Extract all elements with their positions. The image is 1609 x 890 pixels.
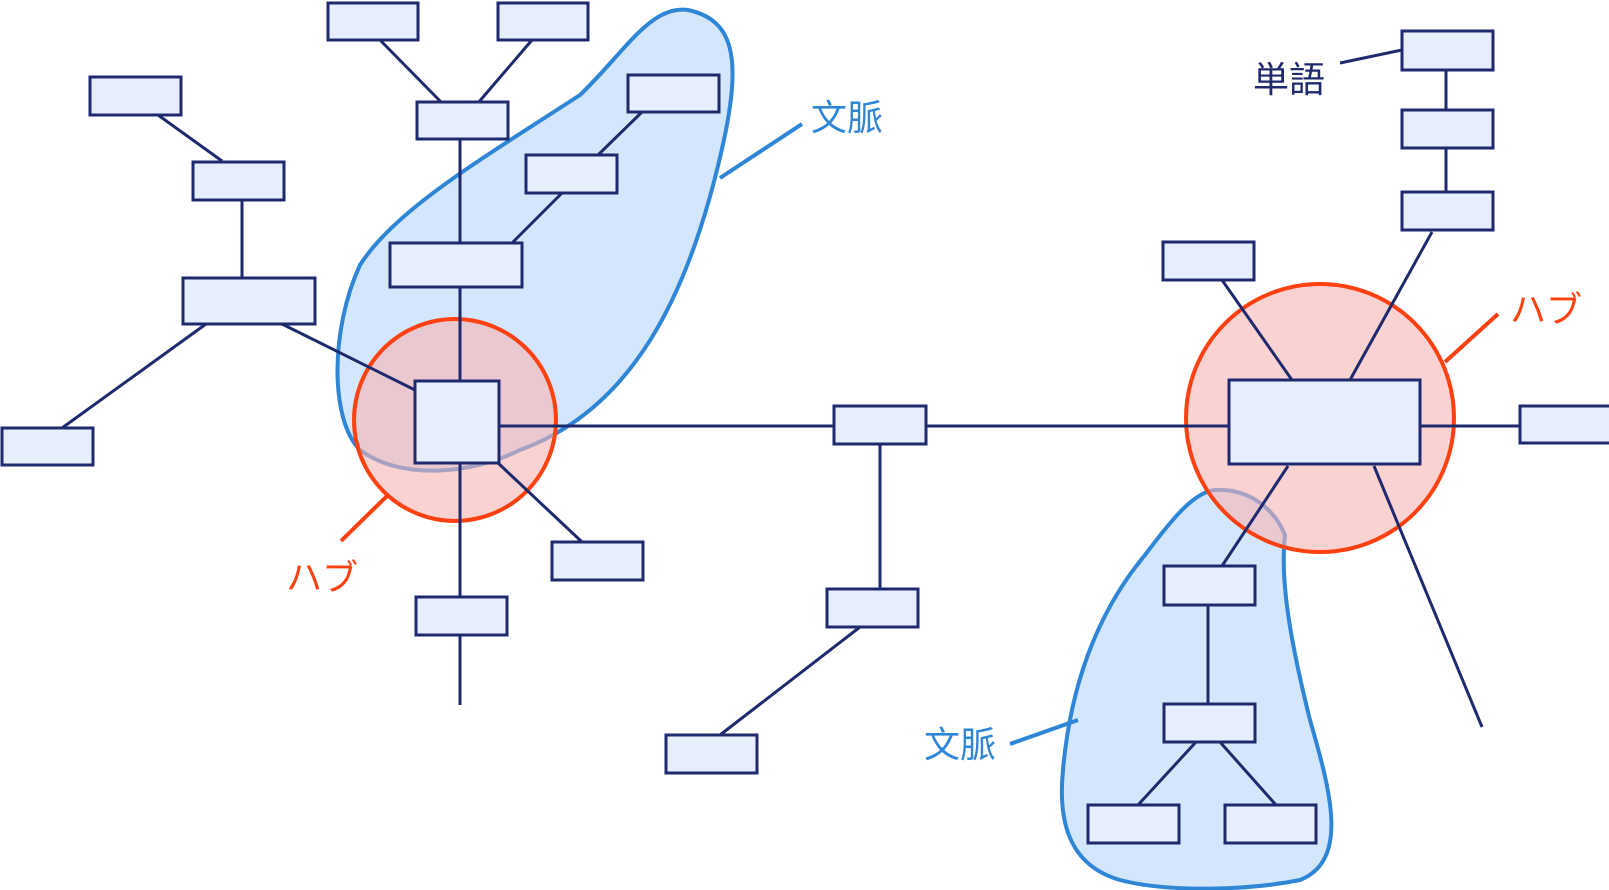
word-node bbox=[825, 587, 920, 629]
edge bbox=[281, 322, 416, 392]
word-node bbox=[1162, 564, 1257, 607]
edges bbox=[61, 38, 1520, 807]
word-node bbox=[496, 1, 590, 42]
leader-line-context-top bbox=[718, 122, 804, 180]
edge bbox=[1348, 231, 1434, 381]
word-node bbox=[388, 241, 524, 289]
word-node bbox=[415, 100, 510, 141]
edge bbox=[1339, 48, 1403, 65]
label-word: 単語 bbox=[1253, 60, 1325, 101]
word-node bbox=[1086, 803, 1181, 845]
word-node bbox=[626, 73, 721, 114]
word-node bbox=[832, 404, 928, 446]
word-node bbox=[1161, 240, 1256, 282]
word-node bbox=[326, 1, 420, 42]
hub-node-left bbox=[413, 379, 501, 465]
word-node bbox=[1223, 803, 1318, 845]
word-node bbox=[1400, 29, 1495, 72]
leader-line-hub-left bbox=[339, 494, 389, 543]
word-node bbox=[524, 153, 619, 195]
word-node bbox=[191, 160, 286, 202]
word-node bbox=[664, 733, 759, 775]
edge bbox=[61, 322, 207, 430]
word-node bbox=[181, 276, 317, 326]
edge bbox=[596, 110, 644, 157]
leader-line-hub-right bbox=[1443, 312, 1500, 364]
edge bbox=[476, 39, 534, 104]
edge bbox=[378, 38, 444, 105]
label-context-bottom: 文脈 bbox=[924, 725, 996, 766]
word-node bbox=[1162, 702, 1257, 744]
edge bbox=[719, 625, 861, 737]
label-hub-left: ハブ bbox=[286, 558, 358, 599]
word-node bbox=[1400, 190, 1495, 232]
word-node bbox=[550, 540, 645, 582]
edge bbox=[496, 461, 584, 544]
hub-node-right bbox=[1227, 378, 1422, 466]
edge bbox=[1220, 279, 1294, 381]
word-node bbox=[88, 75, 183, 117]
leader-line-context-bottom bbox=[1009, 718, 1079, 746]
label-context-top: 文脈 bbox=[811, 98, 883, 139]
label-hub-right: ハブ bbox=[1510, 290, 1582, 331]
edge bbox=[157, 113, 223, 163]
edge bbox=[1136, 740, 1198, 807]
context-region-bottom bbox=[1059, 487, 1334, 890]
nodes bbox=[0, 1, 1609, 845]
word-node bbox=[1400, 108, 1495, 150]
word-node bbox=[0, 426, 95, 467]
word-node bbox=[414, 595, 509, 637]
edge bbox=[1372, 465, 1484, 728]
edge bbox=[1220, 465, 1290, 567]
edge bbox=[510, 191, 564, 245]
edge bbox=[1218, 741, 1278, 806]
word-node bbox=[1518, 404, 1609, 445]
